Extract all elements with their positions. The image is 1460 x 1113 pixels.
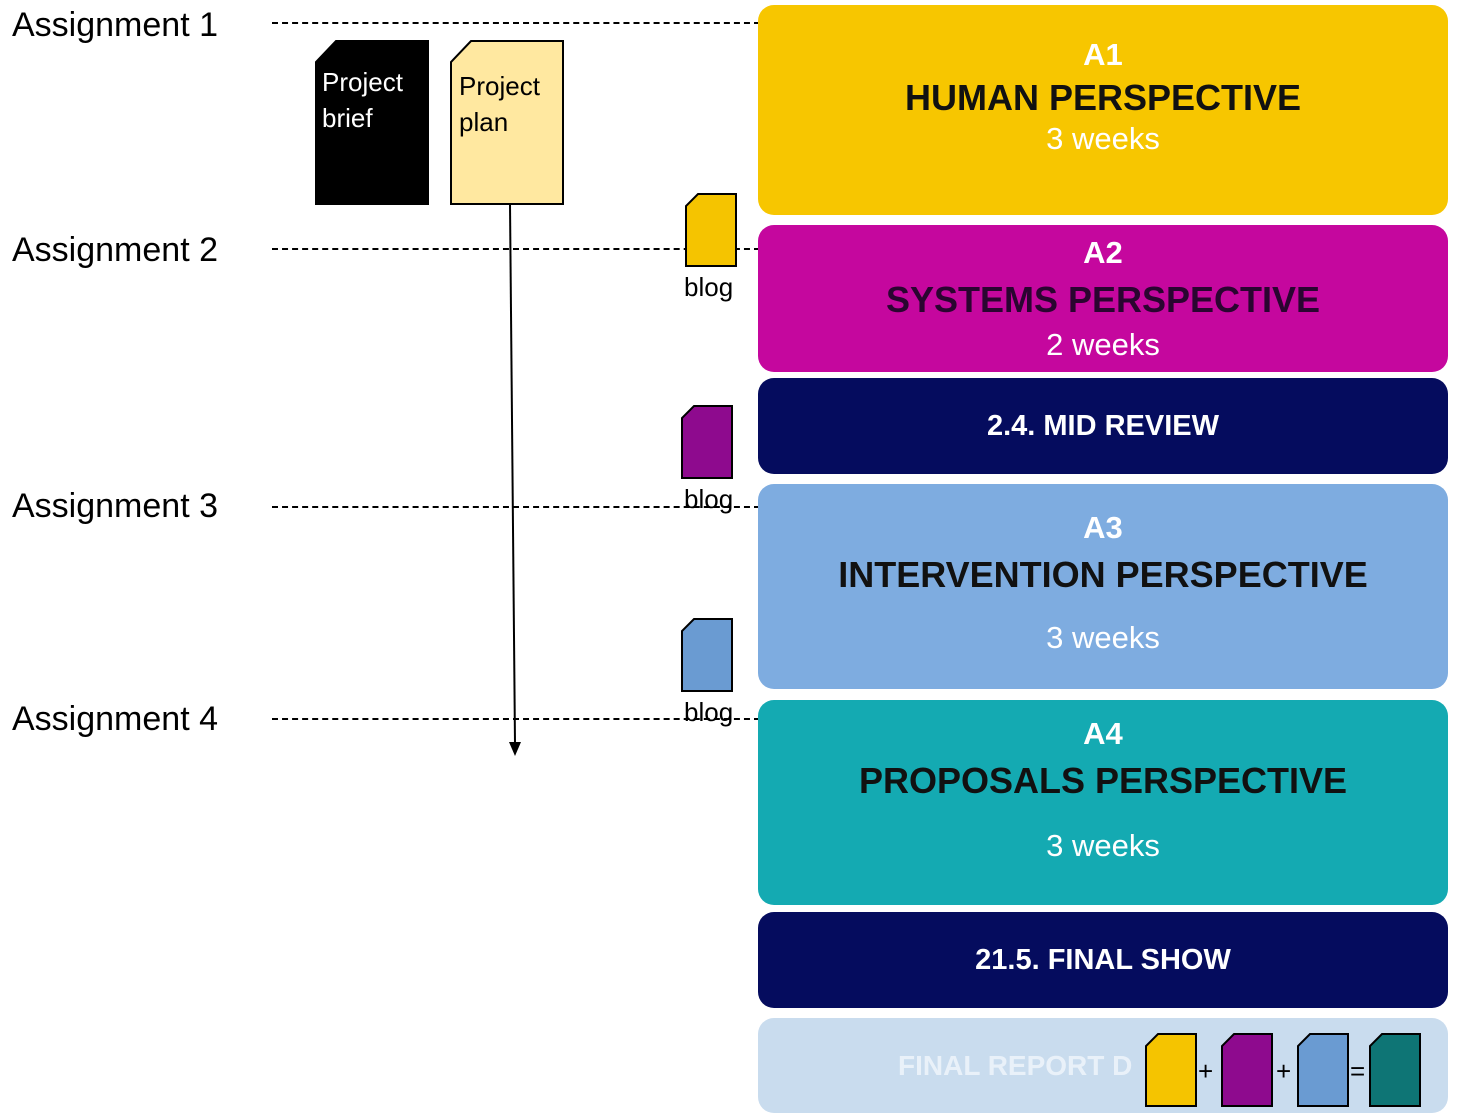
purple-blog-icon bbox=[1221, 1033, 1273, 1107]
phase-duration: 2 weeks bbox=[1046, 327, 1160, 362]
phase-a2-block: A2 SYSTEMS PERSPECTIVE 2 weeks bbox=[758, 225, 1448, 372]
phase-title: HUMAN PERSPECTIVE bbox=[904, 77, 1302, 118]
blog-document-icon bbox=[681, 618, 733, 692]
phase-duration: 3 weeks bbox=[1046, 121, 1160, 156]
plus-sign: + bbox=[1276, 1056, 1292, 1086]
phase-code: A4 bbox=[1083, 716, 1123, 751]
project-plan-document-icon bbox=[450, 40, 564, 205]
phase-code: A3 bbox=[1083, 510, 1123, 545]
equals-sign: = bbox=[1350, 1056, 1366, 1086]
project-brief-label: Project brief bbox=[322, 67, 403, 133]
assignment-4-line bbox=[272, 718, 760, 720]
project-brief-document-icon bbox=[315, 40, 429, 205]
blog-label: blog bbox=[684, 697, 734, 727]
final-show-block: 21.5. FINAL SHOW bbox=[758, 912, 1448, 1008]
assignment-2-label: Assignment 2 bbox=[12, 231, 218, 269]
milestone-title: 2.4. MID REVIEW bbox=[986, 410, 1220, 442]
phase-title: SYSTEMS PERSPECTIVE bbox=[885, 279, 1321, 320]
mid-review-block: 2.4. MID REVIEW bbox=[758, 378, 1448, 474]
milestone-title: 21.5. FINAL SHOW bbox=[975, 944, 1231, 976]
blog-label: blog bbox=[684, 484, 734, 514]
blue-blog-icon bbox=[1297, 1033, 1349, 1107]
blog-document-icon bbox=[685, 193, 737, 267]
yellow-blog-icon bbox=[1145, 1033, 1197, 1107]
phase-a3-block: A3 INTERVENTION PERSPECTIVE 3 weeks bbox=[758, 484, 1448, 689]
plan-timeline-arrow bbox=[509, 203, 521, 756]
phase-a4-block: A4 PROPOSALS PERSPECTIVE 3 weeks bbox=[758, 700, 1448, 905]
assignment-1-label: Assignment 1 bbox=[12, 6, 218, 44]
milestone-title: FINAL REPORT D bbox=[898, 1050, 1133, 1081]
assignment-1-line bbox=[272, 22, 760, 24]
phase-a1-block: A1 HUMAN PERSPECTIVE 3 weeks bbox=[758, 5, 1448, 215]
assignment-3-label: Assignment 3 bbox=[12, 487, 218, 525]
assignment-3-line bbox=[272, 506, 760, 508]
plus-sign: + bbox=[1198, 1056, 1214, 1086]
phase-duration: 3 weeks bbox=[1046, 828, 1160, 863]
phase-code: A1 bbox=[1083, 37, 1123, 72]
phase-code: A2 bbox=[1083, 235, 1123, 270]
phase-duration: 3 weeks bbox=[1046, 620, 1160, 655]
assignment-2-line bbox=[272, 248, 760, 250]
assignment-4-label: Assignment 4 bbox=[12, 700, 218, 738]
phase-title: INTERVENTION PERSPECTIVE bbox=[838, 554, 1368, 595]
phase-title: PROPOSALS PERSPECTIVE bbox=[858, 760, 1348, 801]
final-report-document-icon bbox=[1369, 1033, 1421, 1107]
project-plan-label: Project plan bbox=[459, 71, 540, 137]
blog-document-icon bbox=[681, 405, 733, 479]
blog-label: blog bbox=[684, 272, 734, 302]
